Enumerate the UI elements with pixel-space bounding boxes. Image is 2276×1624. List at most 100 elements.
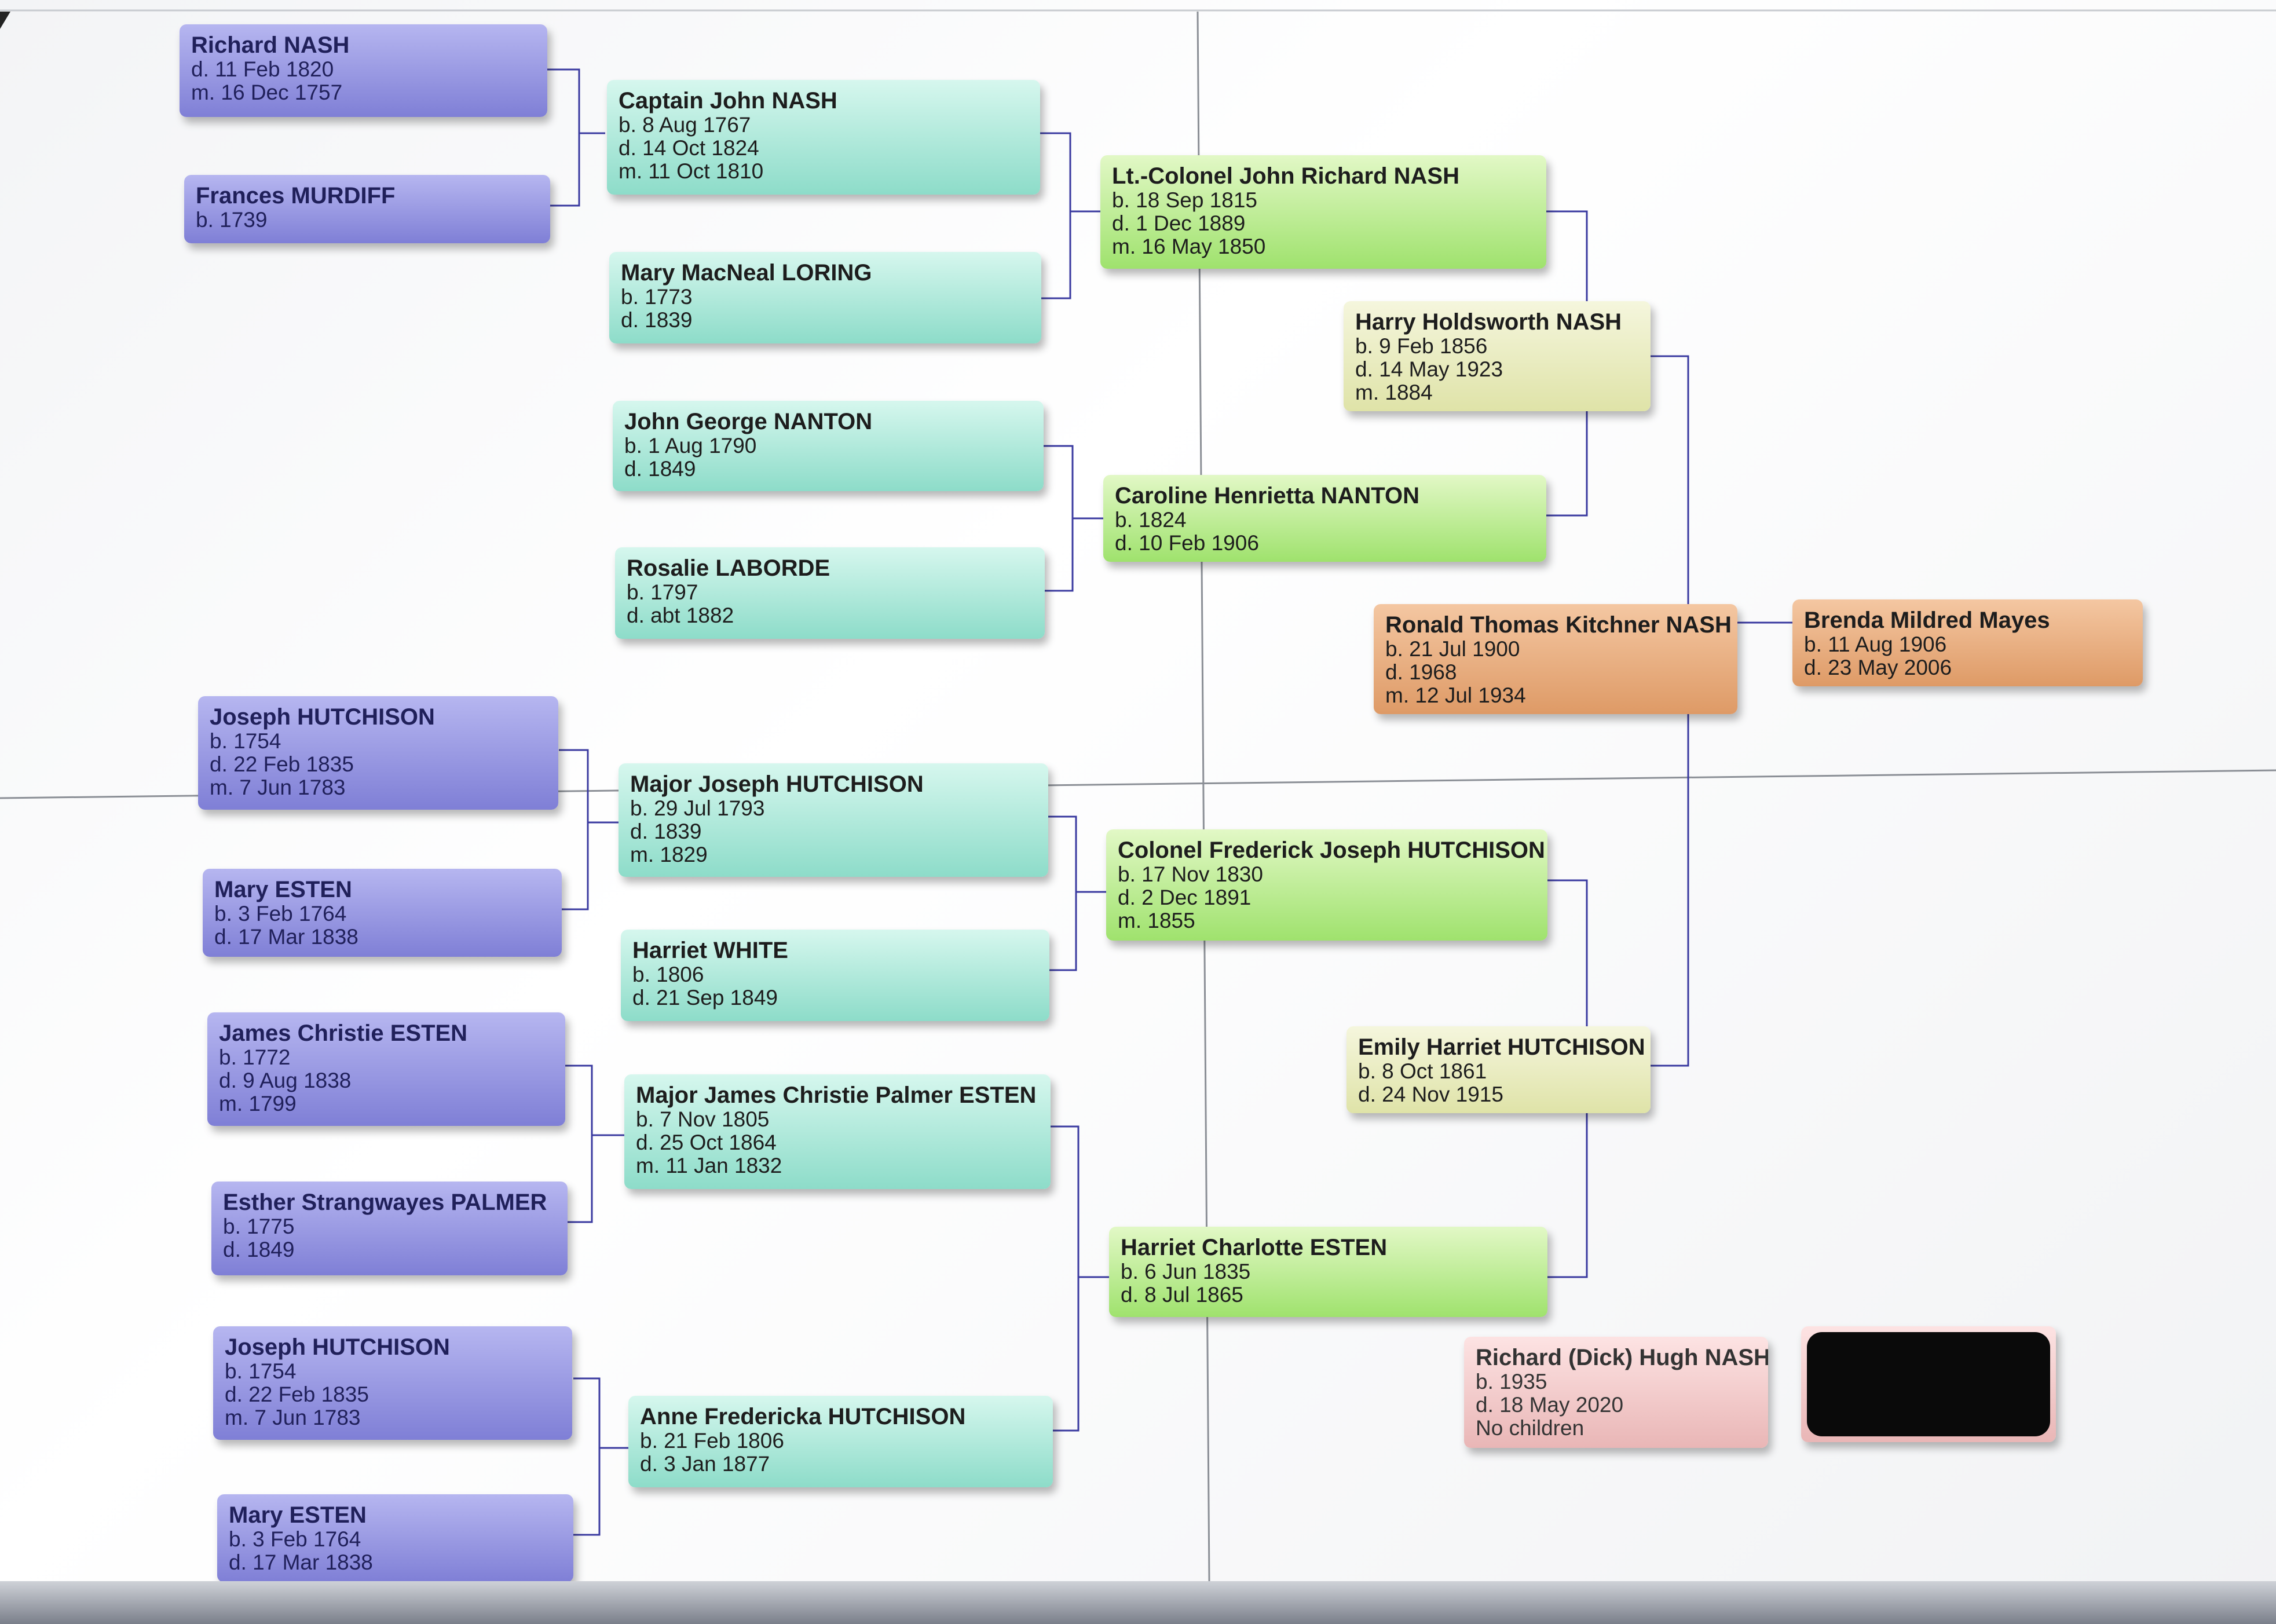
connector-hutchison-esten-1 [559, 749, 589, 910]
person-card-ronald-nash[interactable]: Ronald Thomas Kitchner NASH b. 21 Jul 19… [1374, 604, 1737, 714]
person-detail: m. 16 May 1850 [1112, 235, 1266, 258]
connector-john-mary [1040, 132, 1071, 299]
connector-major-james-anne [1049, 1125, 1080, 1432]
person-card-mary-loring[interactable]: Mary MacNeal LORING b. 1773 d. 1839 [609, 252, 1041, 343]
person-name: Rosalie LABORDE [627, 555, 830, 581]
person-detail: b. 1775 [223, 1215, 295, 1238]
person-name: Caroline Henrietta NANTON [1115, 483, 1420, 509]
person-detail: d. 1849 [223, 1238, 295, 1261]
connector-hutchison-esten-2 [573, 1377, 601, 1536]
person-card-colonel-frederick-hutchison[interactable]: Colonel Frederick Joseph HUTCHISON b. 17… [1106, 829, 1547, 941]
person-detail: b. 11 Aug 1906 [1804, 632, 1947, 656]
person-card-mary-esten-2[interactable]: Mary ESTEN b. 3 Feb 1764 d. 17 Mar 1838 [217, 1494, 573, 1582]
person-detail: d. 1 Dec 1889 [1112, 211, 1246, 235]
person-card-harriet-white[interactable]: Harriet WHITE b. 1806 d. 21 Sep 1849 [621, 930, 1049, 1021]
person-detail: d. 3 Jan 1877 [640, 1452, 770, 1476]
person-card-richard-dick-nash[interactable]: Richard (Dick) Hugh NASH b. 1935 d. 18 M… [1464, 1337, 1768, 1448]
person-card-anne-hutchison[interactable]: Anne Fredericka HUTCHISON b. 21 Feb 1806… [628, 1396, 1053, 1487]
person-detail: m. 1855 [1118, 909, 1195, 932]
person-name: Emily Harriet HUTCHISON [1358, 1034, 1645, 1060]
person-name: Major Joseph HUTCHISON [630, 771, 924, 797]
person-name: Joseph HUTCHISON [225, 1334, 450, 1360]
person-detail: b. 1 Aug 1790 [624, 434, 757, 458]
person-card-james-christie-esten[interactable]: James Christie ESTEN b. 1772 d. 9 Aug 18… [207, 1012, 565, 1126]
person-detail: b. 1754 [225, 1359, 297, 1383]
person-card-joseph-hutchison-1[interactable]: Joseph HUTCHISON b. 1754 d. 22 Feb 1835 … [198, 696, 558, 810]
person-detail: d. 22 Feb 1835 [225, 1382, 369, 1406]
person-name: Mary ESTEN [229, 1502, 367, 1528]
person-card-captain-john-nash[interactable]: Captain John NASH b. 8 Aug 1767 d. 14 Oc… [607, 80, 1040, 195]
person-detail: b. 8 Oct 1861 [1358, 1059, 1487, 1083]
person-detail: b. 1739 [196, 208, 268, 232]
person-card-harriet-charlotte-esten[interactable]: Harriet Charlotte ESTEN b. 6 Jun 1835 d.… [1109, 1227, 1547, 1317]
person-detail: d. 18 May 2020 [1476, 1393, 1624, 1417]
person-detail: d. 22 Feb 1835 [210, 752, 354, 776]
connector-major-joseph-harriet [1047, 815, 1077, 971]
person-detail: b. 17 Nov 1830 [1118, 862, 1263, 886]
person-name: Richard (Dick) Hugh NASH [1476, 1345, 1768, 1370]
person-detail: m. 16 Dec 1757 [191, 81, 343, 104]
person-card-harry-nash[interactable]: Harry Holdsworth NASH b. 9 Feb 1856 d. 1… [1344, 301, 1651, 411]
person-detail: b. 9 Feb 1856 [1355, 334, 1488, 358]
person-name: John George NANTON [624, 409, 873, 434]
person-detail: b. 1935 [1476, 1370, 1547, 1393]
person-card-lt-colonel-john-richard-nash[interactable]: Lt.-Colonel John Richard NASH b. 18 Sep … [1100, 155, 1546, 269]
person-name: Captain John NASH [619, 88, 837, 114]
person-card-frances-murdiff[interactable]: Frances MURDIFF b. 1739 [184, 175, 550, 243]
person-detail: b. 1773 [621, 285, 693, 309]
person-card-major-joseph-hutchison[interactable]: Major Joseph HUTCHISON b. 29 Jul 1793 d.… [619, 763, 1048, 877]
person-card-john-george-nanton[interactable]: John George NANTON b. 1 Aug 1790 d. 1849 [613, 401, 1044, 491]
person-detail: m. 1799 [219, 1092, 297, 1115]
person-name: Harriet Charlotte ESTEN [1121, 1235, 1388, 1260]
person-detail: d. 17 Mar 1838 [229, 1550, 373, 1574]
person-detail: d. 21 Sep 1849 [632, 986, 778, 1009]
person-detail: d. 1968 [1385, 660, 1457, 684]
person-detail: b. 7 Nov 1805 [636, 1107, 770, 1131]
person-name: Colonel Frederick Joseph HUTCHISON [1118, 837, 1545, 863]
person-detail: m. 11 Oct 1810 [619, 159, 764, 183]
person-name: Mary MacNeal LORING [621, 260, 872, 286]
mouse-cursor-icon [0, 12, 10, 29]
person-detail: d. 14 Oct 1824 [619, 136, 759, 160]
person-detail: d. 1849 [624, 457, 696, 481]
person-card-rosalie-laborde[interactable]: Rosalie LABORDE b. 1797 d. abt 1882 [615, 547, 1045, 639]
person-detail: b. 21 Feb 1806 [640, 1429, 784, 1453]
person-name: Richard NASH [191, 32, 350, 58]
person-detail: d. 14 May 1923 [1355, 357, 1503, 381]
person-name: Harry Holdsworth NASH [1355, 309, 1622, 335]
person-detail: d. 24 Nov 1915 [1358, 1082, 1503, 1106]
person-card-emily-hutchison[interactable]: Emily Harriet HUTCHISON b. 8 Oct 1861 d.… [1346, 1026, 1651, 1113]
person-detail: d. 2 Dec 1891 [1118, 886, 1252, 909]
person-detail: b. 3 Feb 1764 [214, 902, 347, 926]
person-detail: d. 8 Jul 1865 [1121, 1283, 1243, 1307]
person-detail: d. abt 1882 [627, 603, 734, 627]
person-detail: b. 18 Sep 1815 [1112, 188, 1257, 212]
person-detail: d. 11 Feb 1820 [191, 57, 334, 81]
person-name: Joseph HUTCHISON [210, 704, 435, 730]
person-detail: b. 1806 [632, 963, 704, 986]
person-detail: No children [1476, 1416, 1585, 1440]
person-card-joseph-hutchison-2[interactable]: Joseph HUTCHISON b. 1754 d. 22 Feb 1835 … [213, 1326, 572, 1440]
person-card-major-james-esten[interactable]: Major James Christie Palmer ESTEN b. 7 N… [624, 1074, 1051, 1189]
person-detail: d. 1839 [630, 820, 702, 843]
person-detail: d. 17 Mar 1838 [214, 925, 358, 949]
connector-esten-palmer [565, 1065, 593, 1223]
person-detail: m. 1829 [630, 843, 708, 866]
person-detail: b. 8 Aug 1767 [619, 113, 751, 137]
person-card-mary-esten-1[interactable]: Mary ESTEN b. 3 Feb 1764 d. 17 Mar 1838 [203, 869, 562, 957]
person-card-esther-palmer[interactable]: Esther Strangwayes PALMER b. 1775 d. 184… [211, 1182, 568, 1275]
person-detail: d. 9 Aug 1838 [219, 1069, 352, 1092]
person-detail: d. 25 Oct 1864 [636, 1131, 777, 1154]
person-detail: d. 23 May 2006 [1804, 656, 1952, 679]
person-card-brenda-mayes[interactable]: Brenda Mildred Mayes b. 11 Aug 1906 d. 2… [1792, 599, 2143, 686]
person-detail: m. 7 Jun 1783 [225, 1406, 361, 1429]
connector-nash-murdiff [547, 68, 580, 207]
person-name: Esther Strangwayes PALMER [223, 1190, 547, 1215]
person-name: Ronald Thomas Kitchner NASH [1385, 612, 1732, 638]
person-detail: b. 1754 [210, 729, 281, 753]
person-detail: d. 10 Feb 1906 [1115, 531, 1259, 555]
person-detail: m. 1884 [1355, 381, 1433, 404]
person-card-caroline-nanton[interactable]: Caroline Henrietta NANTON b. 1824 d. 10 … [1103, 475, 1546, 562]
person-card-richard-nash[interactable]: Richard NASH d. 11 Feb 1820 m. 16 Dec 17… [180, 24, 547, 117]
grid-line-vertical [1196, 11, 1210, 1582]
